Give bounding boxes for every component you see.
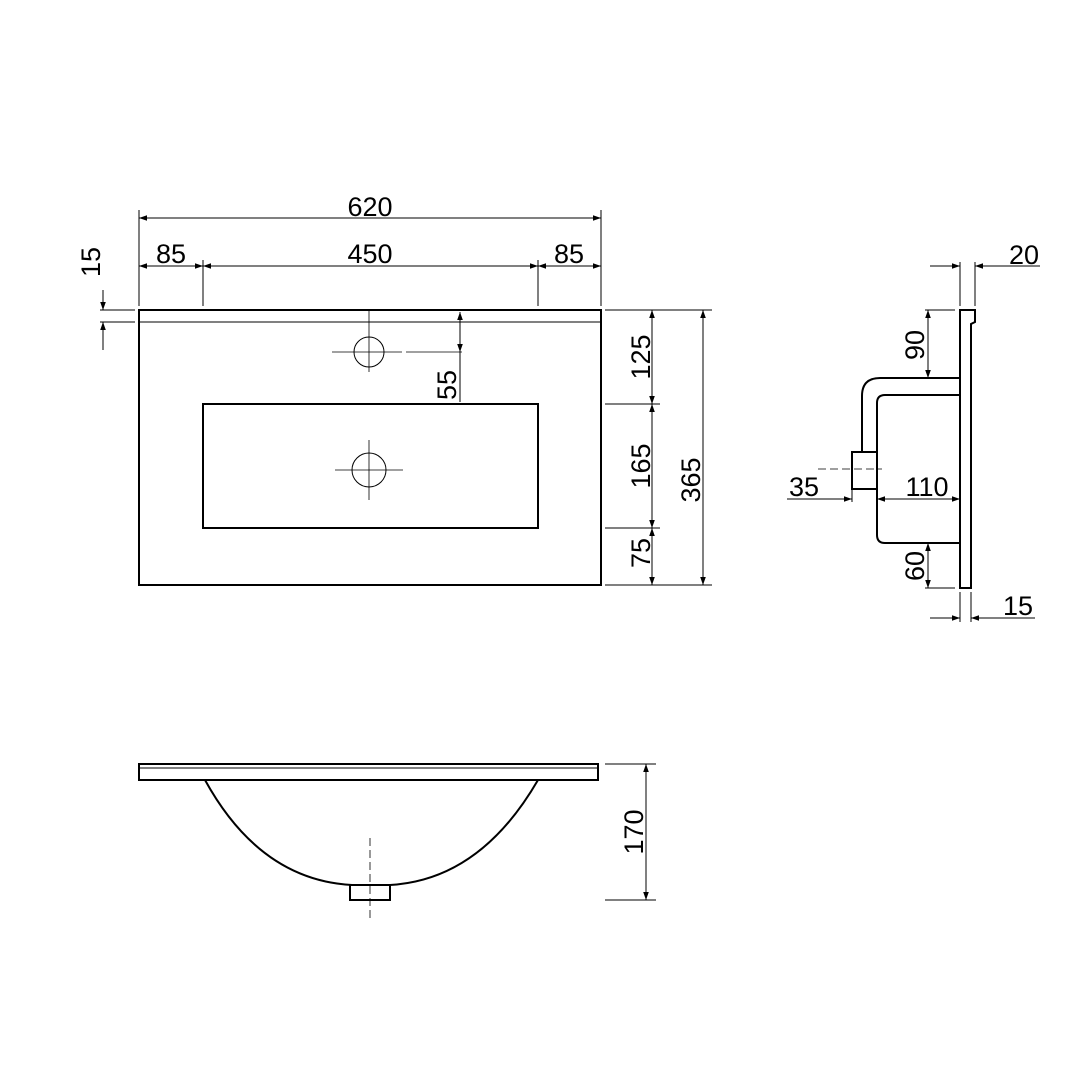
dim-plate-total: 20 [1009,240,1039,270]
drain-hole-icon [335,440,403,500]
front-view: 170 [138,763,656,918]
top-view: 620 85 450 85 15 55 125 165 75 365 [76,192,712,586]
basin-outline [138,309,602,586]
dim-left-margin: 85 [156,239,186,269]
dim-basin-width: 450 [347,239,392,269]
dim-tap-hole-offset: 55 [432,370,462,400]
bowl-inner [876,394,960,544]
dim-overall-width: 620 [347,192,392,222]
tap-hole-icon [332,310,462,372]
basin-bowl [202,403,539,529]
dim-top-to-basin: 125 [626,334,656,379]
side-view: 20 90 35 110 60 15 [787,240,1040,622]
wall-plate [959,309,976,589]
dim-rim-thickness: 15 [76,247,106,277]
dim-top-to-bowl: 90 [900,330,930,360]
dim-basin-to-front: 75 [626,538,656,568]
dim-basin-depth: 165 [626,443,656,488]
bowl-outer [861,377,960,452]
dim-overall-height: 170 [619,809,649,854]
dim-right-margin: 85 [554,239,584,269]
dim-bowl-to-bottom: 60 [900,551,930,581]
dim-drain-offset: 35 [789,472,819,502]
drain-outlet [851,451,878,490]
dim-plate-thickness: 15 [1003,591,1033,621]
countertop-slab [138,763,599,781]
dim-overall-depth: 365 [676,457,706,502]
dim-bowl-projection: 110 [905,472,948,502]
bowl-profile [204,779,539,886]
